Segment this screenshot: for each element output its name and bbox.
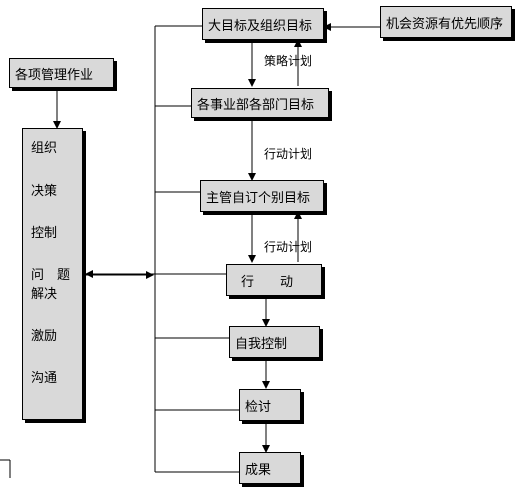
management-work-box: 各项管理作业 <box>9 58 114 88</box>
action-plan-label-2: 行动计划 <box>264 240 313 254</box>
action-box: 行 动 <box>226 264 322 296</box>
top-goal-box: 大目标及组织目标 <box>202 8 324 40</box>
management-functions-box <box>22 128 83 420</box>
action-plan-label-1: 行动计划 <box>264 147 313 161</box>
supervisor-goals-label: 主管自订个别目标 <box>206 190 311 206</box>
strategy-plan-label: 策略计划 <box>264 54 313 68</box>
management-work-label: 各项管理作业 <box>15 67 94 83</box>
self-control-label: 自我控制 <box>235 336 288 352</box>
review-box: 检讨 <box>239 389 301 421</box>
top-goal-label: 大目标及组织目标 <box>208 18 313 34</box>
function-organize: 组织 <box>31 141 58 156</box>
self-control-box: 自我控制 <box>229 326 320 358</box>
division-goals-label: 各事业部各部门目标 <box>197 97 315 113</box>
division-goals-box: 各事业部各部门目标 <box>191 88 329 118</box>
resource-priority-label: 机会资源有优先顺序 <box>386 16 504 32</box>
function-solve: 解决 <box>31 287 58 302</box>
action-label: 行 动 <box>241 274 294 290</box>
supervisor-goals-box: 主管自订个别目标 <box>200 180 324 212</box>
result-box: 成果 <box>239 452 301 484</box>
resource-priority-box: 机会资源有优先顺序 <box>380 6 512 38</box>
function-control: 控制 <box>31 226 58 241</box>
function-decide: 决策 <box>31 184 58 199</box>
function-communicate: 沟通 <box>31 371 58 386</box>
result-label: 成果 <box>245 462 272 478</box>
review-label: 检讨 <box>245 399 272 415</box>
function-motivate: 激励 <box>31 329 58 344</box>
function-problem: 问 题 <box>31 268 71 283</box>
